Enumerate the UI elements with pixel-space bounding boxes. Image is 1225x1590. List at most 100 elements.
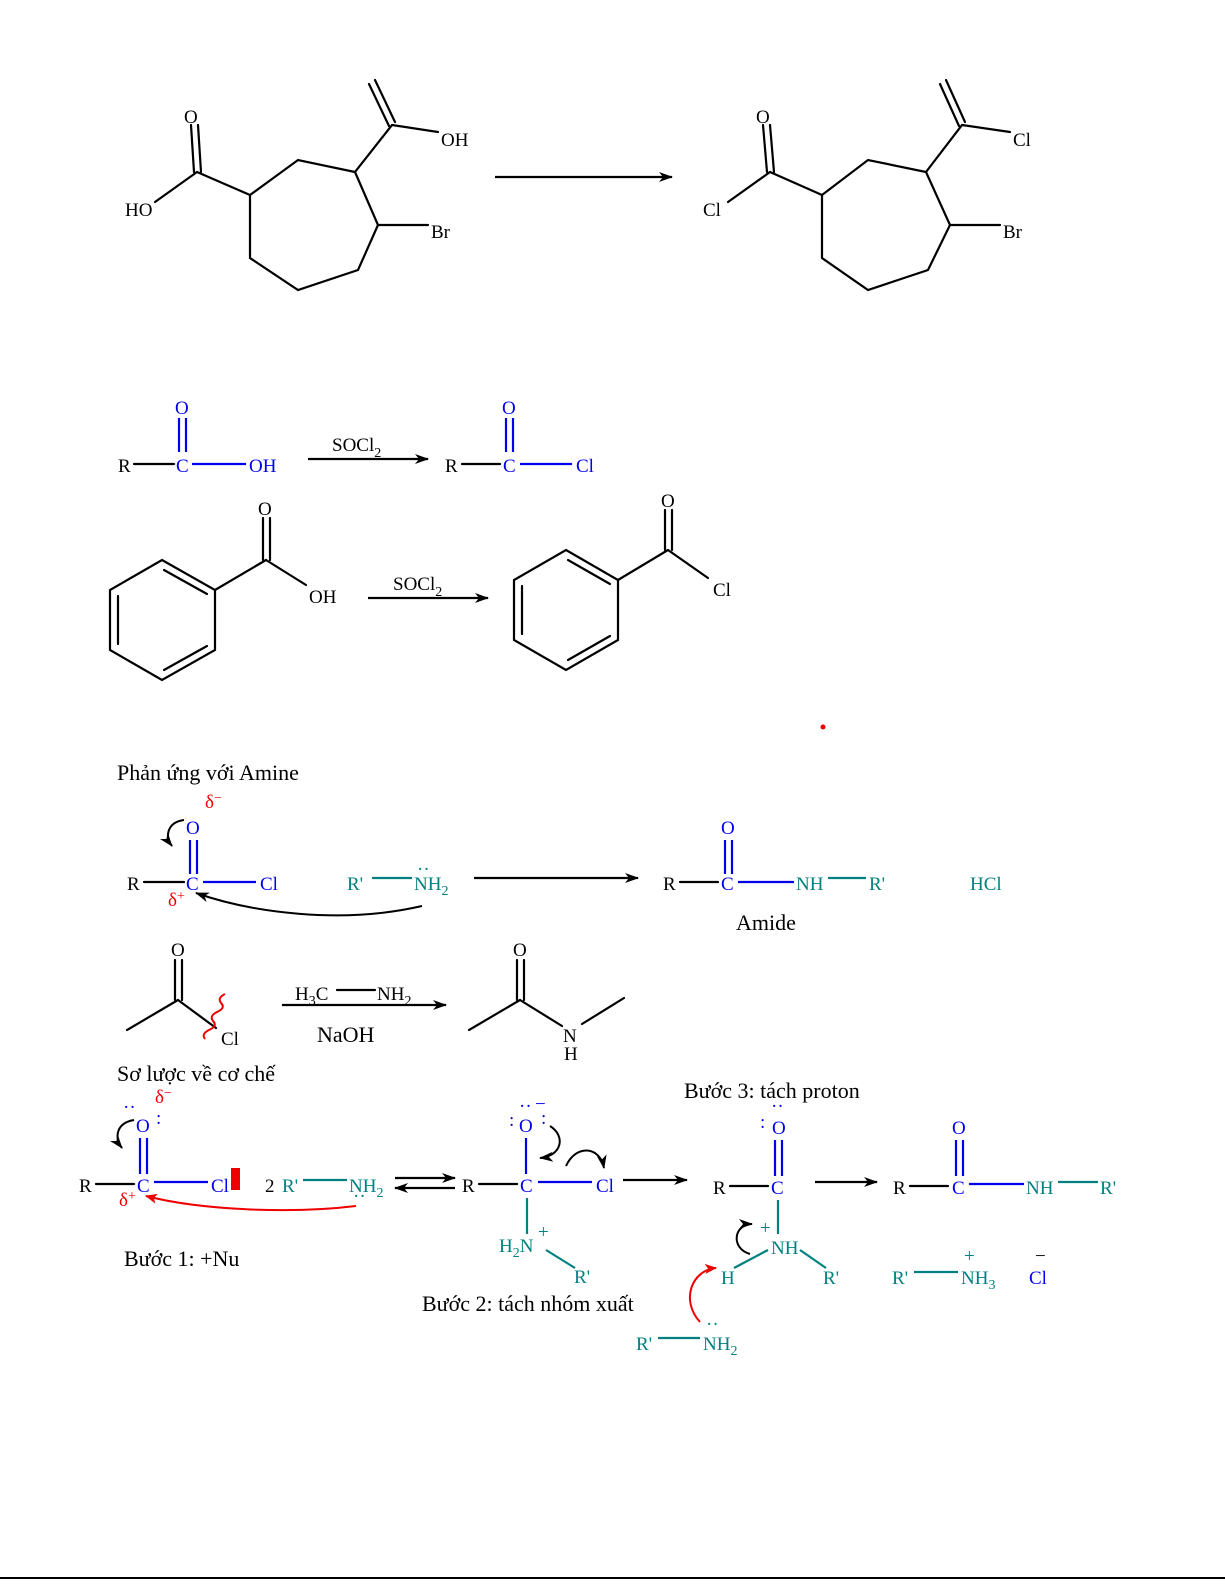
r-prime: R': [892, 1268, 908, 1289]
svg-text:NH2: NH2: [349, 1176, 383, 1201]
svg-text:H3C: H3C: [295, 984, 328, 1009]
carbonyl-carbon: C: [137, 1176, 150, 1197]
tetrahedral-intermediate: ·· : : − O R C Cl H2N + R': [462, 1094, 614, 1288]
lone-pair: ··: [353, 1186, 366, 1207]
positive-charge: +: [538, 1222, 549, 1243]
svg-text:H2N: H2N: [499, 1236, 534, 1261]
r-prime: R': [1100, 1178, 1116, 1199]
chlorine: Cl: [576, 456, 594, 477]
carbonyl-oxygen: O: [502, 398, 516, 419]
acidic-hydrogen: H: [721, 1268, 735, 1289]
amide-product: O R C NH R': [663, 818, 885, 895]
r-prime: R': [823, 1268, 839, 1289]
carbonyl-oxygen: O: [186, 818, 200, 839]
alkoxide-oxygen: O: [519, 1116, 533, 1137]
benzoic-acid: O OH: [108, 499, 337, 682]
product-cycloheptane-chloride: O Cl Cl Br: [703, 78, 1031, 292]
r-group: R: [713, 1178, 726, 1199]
reagent-socl2-1: SOCl2: [332, 435, 381, 461]
amide-nitrogen: N: [563, 1026, 577, 1047]
generic-acid: R C O OH: [118, 398, 277, 477]
svg-text:δ+: δ+: [119, 1189, 136, 1211]
svg-text:δ−: δ−: [155, 1086, 172, 1108]
lone-pair: :: [509, 1110, 514, 1131]
chlorine: Cl: [211, 1176, 229, 1197]
reagent-socl2-2: SOCl2: [393, 574, 442, 600]
carbonyl-carbon: C: [771, 1178, 784, 1199]
leaving-chlorine: Cl: [596, 1176, 614, 1197]
highlight-mark: [231, 1168, 240, 1190]
chlorine: Cl: [260, 874, 278, 895]
lone-pair: ··: [706, 1314, 719, 1335]
generic-acyl-chloride: R C O Cl: [445, 398, 594, 477]
lone-pair: ··: [771, 1096, 784, 1117]
r-group: R: [663, 874, 676, 895]
section-title-mechanism: Sơ lược về cơ chế: [117, 1061, 276, 1086]
r-group: R: [445, 456, 458, 477]
r-group: R: [118, 456, 131, 477]
amide-label: Amide: [736, 910, 796, 935]
carbonyl-oxygen: O: [721, 818, 735, 839]
ammonium-nh: NH: [771, 1238, 799, 1259]
acyl-chlorine: Cl: [703, 200, 721, 221]
carbonyl-carbon: C: [186, 874, 199, 895]
negative-charge: −: [1035, 1246, 1046, 1267]
reactant-cycloheptane-acid: O HO OH Br: [125, 78, 469, 292]
svg-text:NH2: NH2: [377, 984, 411, 1009]
step2-label: Bước 2: tách nhóm xuất: [422, 1291, 634, 1316]
svg-text:SOCl2: SOCl2: [332, 435, 381, 461]
r-group: R: [462, 1176, 475, 1197]
ammonium-chloride-salt: R' NH3 + Cl −: [892, 1246, 1047, 1293]
vinyl-chlorine: Cl: [1013, 130, 1031, 151]
negative-charge: −: [535, 1094, 546, 1115]
bromine-label: Br: [1003, 222, 1023, 243]
acetyl-chloride: O Cl: [125, 940, 239, 1050]
lone-pair: :: [541, 1108, 546, 1129]
amide-nh: NH: [796, 874, 824, 895]
amide-nh: NH: [1026, 1178, 1054, 1199]
enol-hydroxyl: OH: [441, 130, 469, 151]
r-prime: R': [282, 1176, 298, 1197]
hydroxyl: OH: [249, 456, 277, 477]
chlorine: Cl: [221, 1029, 239, 1050]
carbonyl-carbon: C: [721, 874, 734, 895]
bromine-label: Br: [431, 222, 451, 243]
acid-hydroxyl: HO: [125, 200, 152, 221]
base-amine: ·· R' NH2: [636, 1263, 737, 1359]
lone-pair: :: [760, 1112, 765, 1133]
coefficient: 2: [265, 1176, 275, 1197]
chlorine: Cl: [713, 580, 731, 601]
step1-label: Bước 1: +Nu: [124, 1246, 239, 1271]
amine-nucleophile: R' NH2 ··: [347, 859, 448, 899]
carbonyl-oxygen: O: [175, 398, 189, 419]
carbonyl-oxygen: O: [258, 499, 272, 520]
mechanism-acyl-chloride: ·· : δ− O R C Cl δ+: [79, 1086, 240, 1211]
step3-label: Bước 3: tách proton: [684, 1078, 860, 1103]
section-title-amine: Phản ứng với Amine: [117, 760, 299, 785]
red-dot: [820, 724, 826, 730]
svg-text:δ+: δ+: [168, 889, 185, 911]
r-prime: R': [869, 874, 885, 895]
positive-charge: +: [760, 1218, 771, 1239]
r-group: R: [893, 1178, 906, 1199]
carbonyl-oxygen: O: [171, 940, 185, 961]
carbonyl-carbon: C: [503, 456, 516, 477]
lone-pair: ··: [123, 1097, 136, 1118]
bond-break-mark: [202, 993, 226, 1040]
carbonyl-oxygen: O: [772, 1118, 786, 1139]
carbonyl-oxygen: O: [513, 940, 527, 961]
carbonyl-oxygen: O: [661, 491, 675, 512]
svg-text:NH3: NH3: [961, 1268, 995, 1293]
n-methylacetamide: O N H: [467, 940, 626, 1065]
r-prime: R': [347, 874, 363, 895]
r-group: R: [127, 874, 140, 895]
carbonyl-oxygen: O: [952, 1118, 966, 1139]
svg-text:NH2: NH2: [703, 1334, 737, 1359]
positive-charge: +: [964, 1246, 975, 1267]
r-prime: R': [574, 1267, 590, 1288]
hcl-byproduct: HCl: [970, 874, 1002, 895]
benzoyl-chloride: O Cl: [512, 491, 731, 672]
lone-pair: ··: [519, 1096, 532, 1117]
